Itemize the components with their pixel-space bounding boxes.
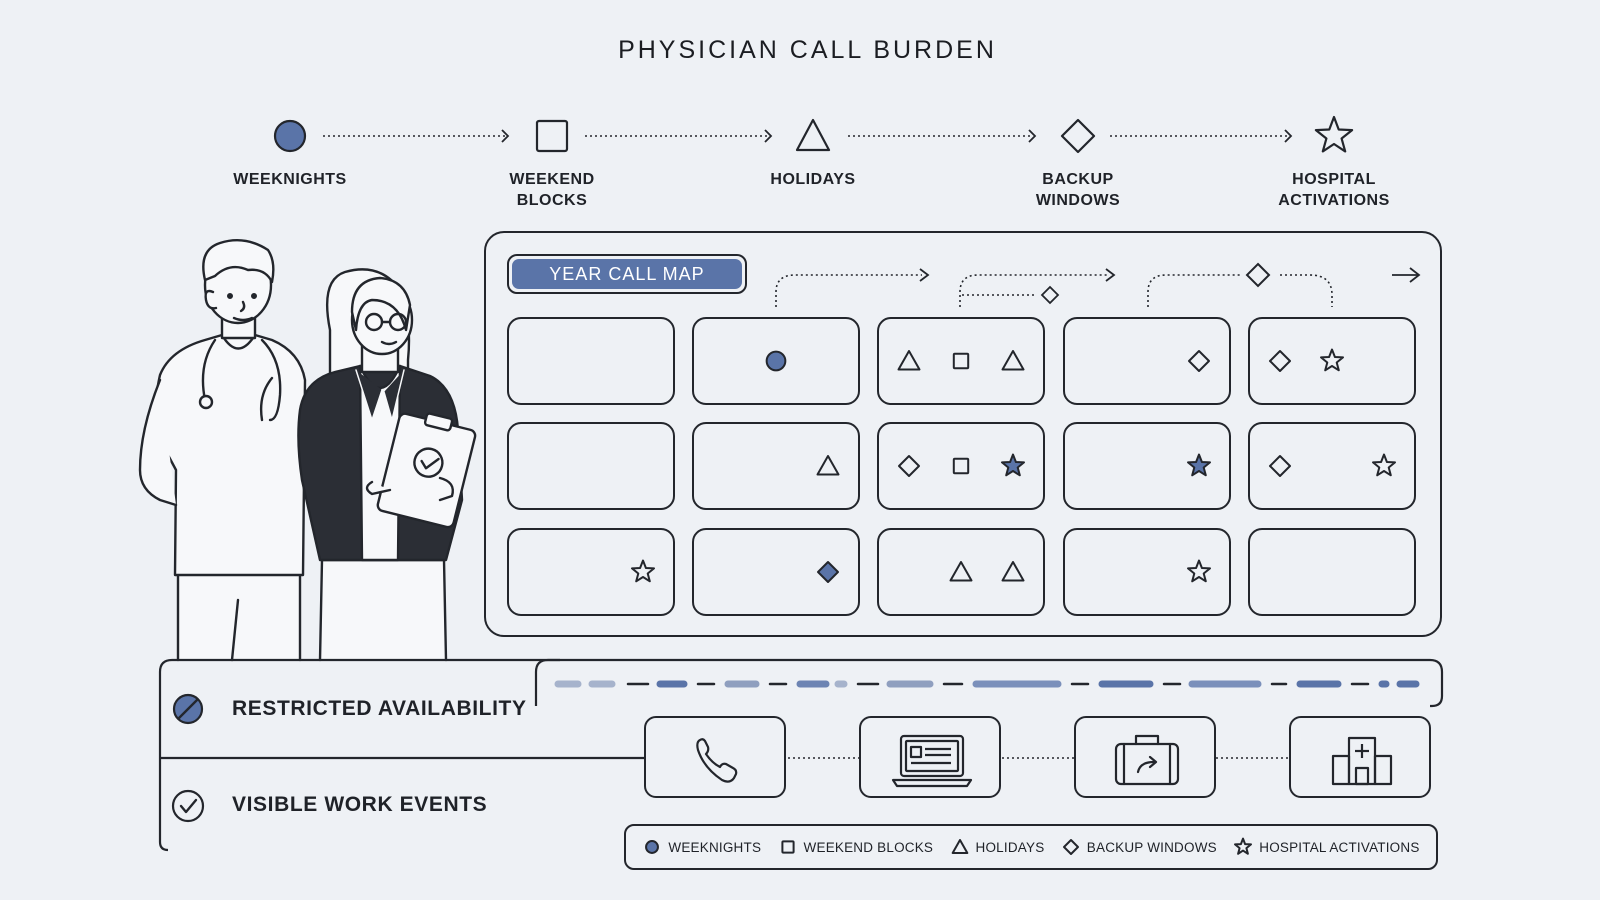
phone-event-box[interactable] [644, 716, 786, 798]
flow-label-line: BLOCKS [516, 192, 588, 209]
female-doctor-figure [297, 268, 477, 662]
flow-shape-diamond [1060, 118, 1096, 154]
map-cell-r3-c1[interactable] [507, 528, 675, 616]
diamond-marker [1269, 350, 1291, 372]
year-call-map-badge[interactable]: YEAR CALL MAP [507, 254, 747, 294]
briefcase-event-box[interactable] [1074, 716, 1216, 798]
flow-label-hospital-activations: HOSPITAL ACTIVATIONS [1234, 169, 1434, 211]
legend-triangle-icon [951, 839, 968, 854]
star-marker [1001, 453, 1025, 477]
slashed-circle-icon [172, 693, 204, 725]
legend-item-weekend-blocks: WEEKEND BLOCKS [778, 837, 934, 857]
phone-icon [696, 738, 738, 783]
map-cell-r3-c3[interactable] [877, 528, 1045, 616]
map-cell-r3-c5[interactable] [1248, 528, 1416, 616]
star-marker [1372, 453, 1396, 477]
map-cell-r3-c2[interactable] [692, 528, 860, 616]
page-title: PHYSICIAN CALL BURDEN [618, 36, 997, 64]
legend-circle-icon [645, 840, 660, 854]
flow-label-weekend-blocks: WEEKEND BLOCKS [452, 169, 652, 211]
triangle-marker [1001, 561, 1025, 582]
laptop-event-box[interactable] [859, 716, 1001, 798]
flow-label-line: WEEKEND [509, 171, 595, 188]
legend-label: HOSPITAL ACTIVATIONS [1259, 839, 1420, 855]
year-call-map-label: YEAR CALL MAP [512, 259, 742, 289]
legend-item-hospital-activations: HOSPITAL ACTIVATIONS [1233, 837, 1419, 857]
triangle-marker [1001, 350, 1025, 371]
map-cell-r1-c3[interactable] [877, 317, 1045, 405]
circle-marker [765, 350, 787, 372]
flow-label-weeknights: WEEKNIGHTS [190, 169, 390, 190]
checkmark-icon [171, 789, 205, 823]
map-cell-r1-c2[interactable] [692, 317, 860, 405]
map-cell-r2-c4[interactable] [1063, 422, 1231, 510]
map-cell-r3-c4[interactable] [1063, 528, 1231, 616]
map-cell-r1-c5[interactable] [1248, 317, 1416, 405]
legend-diamond-icon [1062, 839, 1079, 855]
square-marker [952, 352, 970, 370]
legend-label: BACKUP WINDOWS [1086, 839, 1217, 855]
star-marker [1187, 453, 1211, 477]
flow-shape-star [1314, 115, 1354, 153]
triangle-marker [949, 561, 973, 582]
diamond-marker [817, 561, 839, 583]
legend-item-weeknights: WEEKNIGHTS [642, 837, 761, 857]
legend-star-icon [1234, 837, 1253, 855]
flow-label-holidays: HOLIDAYS [713, 169, 913, 190]
flow-label-line: HOLIDAYS [770, 171, 856, 188]
map-cell-r2-c3[interactable] [877, 422, 1045, 510]
legend-label: WEEKEND BLOCKS [803, 839, 934, 855]
triangle-marker [897, 350, 921, 371]
flow-shape-square [535, 119, 569, 153]
flow-label-line: HOSPITAL [1292, 171, 1376, 188]
triangle-marker [816, 455, 840, 476]
laptop-icon [891, 734, 973, 788]
physicians-illustration [138, 239, 477, 662]
legend-square-icon [780, 840, 795, 854]
flow-label-backup-windows: BACKUP WINDOWS [978, 169, 1178, 211]
map-cell-r2-c1[interactable] [507, 422, 675, 510]
legend: WEEKNIGHTS WEEKEND BLOCKS HOLIDAYS BACKUP W… [624, 824, 1438, 870]
diamond-marker [1269, 455, 1291, 477]
legend-item-backup-windows: BACKUP WINDOWS [1061, 837, 1217, 857]
legend-label: WEEKNIGHTS [668, 839, 762, 855]
flow-shape-circle [273, 119, 307, 153]
map-cell-r1-c1[interactable] [507, 317, 675, 405]
map-cell-r2-c5[interactable] [1248, 422, 1416, 510]
diamond-marker [1188, 350, 1210, 372]
hospital-event-box[interactable] [1289, 716, 1431, 798]
flow-label-line: WINDOWS [1035, 192, 1121, 209]
star-marker [1187, 559, 1211, 583]
star-marker [631, 559, 655, 583]
diamond-marker [898, 455, 920, 477]
legend-label: HOLIDAYS [975, 839, 1045, 855]
star-marker [1320, 348, 1344, 372]
map-cell-r1-c4[interactable] [1063, 317, 1231, 405]
hospital-icon [1331, 736, 1393, 786]
flow-shape-triangle [795, 118, 831, 152]
flow-label-line: BACKUP [1042, 171, 1114, 188]
flow-label-line: WEEKNIGHTS [233, 171, 347, 188]
legend-item-holidays: HOLIDAYS [950, 837, 1045, 857]
square-marker [952, 457, 970, 475]
briefcase-icon [1114, 734, 1180, 786]
visible-work-events-label: VISIBLE WORK EVENTS [232, 793, 488, 816]
flow-label-line: ACTIVATIONS [1278, 192, 1390, 209]
map-cell-r2-c2[interactable] [692, 422, 860, 510]
male-doctor-figure [138, 239, 307, 662]
restricted-availability-label: RESTRICTED AVAILABILITY [232, 697, 527, 720]
